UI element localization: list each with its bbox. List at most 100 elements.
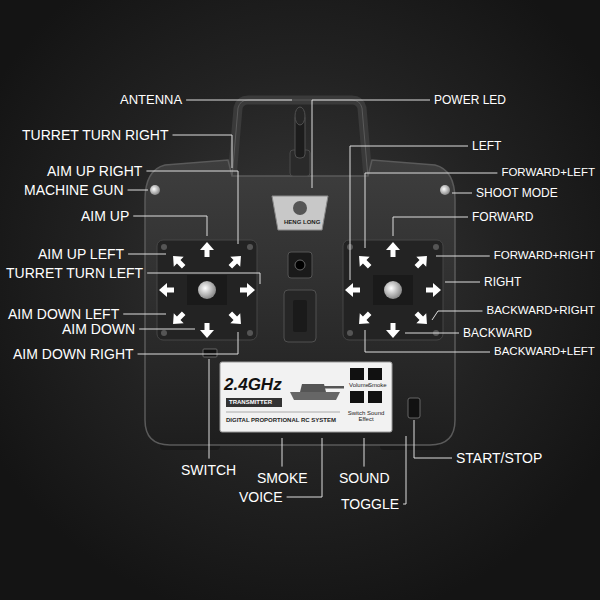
button-caption: Smoke bbox=[368, 382, 387, 389]
leader-line bbox=[282, 438, 283, 467]
direction-arrow bbox=[200, 242, 214, 257]
start-stop-switch bbox=[408, 398, 420, 418]
button-caption: Volume bbox=[349, 382, 369, 389]
plate-button bbox=[350, 368, 364, 380]
leader-line bbox=[146, 171, 238, 244]
callout-label: LEFT bbox=[472, 139, 501, 153]
screw bbox=[433, 244, 439, 250]
button-caption: Switch Sound Effect bbox=[346, 410, 386, 423]
leader-line bbox=[138, 332, 238, 354]
callout-label: AIM UP LEFT bbox=[38, 246, 124, 263]
right-stick bbox=[384, 281, 402, 299]
right-stick-arrows bbox=[345, 242, 441, 338]
direction-arrow bbox=[386, 323, 400, 338]
power-switch bbox=[203, 349, 217, 357]
callout-label: AIM UP RIGHT bbox=[47, 163, 142, 180]
leader-line bbox=[209, 359, 210, 459]
direction-arrow bbox=[354, 308, 375, 329]
left-stick-recess bbox=[157, 240, 257, 340]
tank-barrel bbox=[324, 386, 344, 389]
callout-label: AIM DOWN bbox=[62, 321, 135, 338]
callout-label: VOICE bbox=[239, 489, 283, 506]
logo-emblem bbox=[293, 201, 307, 215]
direction-arrow bbox=[225, 251, 246, 272]
carry-handle bbox=[232, 100, 368, 178]
center-slider-slot bbox=[293, 300, 307, 332]
leader-line bbox=[432, 311, 482, 320]
direction-arrow bbox=[225, 308, 246, 329]
logo-text: HENG LONG bbox=[284, 219, 320, 226]
direction-arrow bbox=[159, 283, 174, 297]
right-gimbal bbox=[373, 275, 413, 305]
callout-label: BACKWARD+RIGHT bbox=[486, 304, 595, 318]
leader-line bbox=[405, 333, 459, 334]
leader-line bbox=[172, 135, 232, 168]
leader-line bbox=[287, 438, 322, 497]
callout-label: FORWARD bbox=[472, 210, 533, 224]
leader-line bbox=[436, 256, 490, 257]
callout-label: FORWARD+LEFT bbox=[501, 166, 595, 180]
plate-button bbox=[368, 368, 382, 380]
callout-label: BACKWARD+LEFT bbox=[494, 345, 595, 359]
callout-label: SOUND bbox=[339, 470, 390, 487]
callout-label: BACKWARD bbox=[463, 326, 532, 340]
leader-line bbox=[128, 254, 166, 255]
label-plate bbox=[220, 362, 392, 432]
leader-line bbox=[147, 273, 260, 284]
callout-label: AIM DOWN LEFT bbox=[8, 306, 119, 323]
leader-line bbox=[312, 100, 430, 188]
plate-rule bbox=[226, 412, 340, 413]
handle-highlight bbox=[232, 100, 368, 178]
leader-line bbox=[133, 216, 207, 236]
tank-hull bbox=[290, 392, 340, 400]
direction-arrow bbox=[168, 308, 189, 329]
leader-line bbox=[350, 146, 468, 280]
direction-arrow bbox=[168, 251, 189, 272]
screw bbox=[347, 330, 353, 336]
plate-button bbox=[350, 391, 364, 403]
direction-arrow bbox=[354, 251, 375, 272]
callout-label: TURRET TURN LEFT bbox=[6, 265, 143, 282]
direction-arrow bbox=[386, 242, 400, 257]
plate-text: TRANSMITTER bbox=[229, 399, 272, 406]
leader-line bbox=[364, 438, 365, 467]
callout-label: ANTENNA bbox=[120, 92, 182, 108]
callout-label: FORWARD+RIGHT bbox=[494, 249, 595, 263]
center-switch bbox=[288, 252, 312, 278]
transmitter-bar bbox=[226, 398, 282, 407]
direction-arrow bbox=[411, 308, 432, 329]
transmitter-body bbox=[145, 160, 455, 445]
callout-label: RIGHT bbox=[484, 275, 521, 289]
callout-label: POWER LED bbox=[434, 93, 506, 107]
leader-line bbox=[128, 190, 148, 191]
center-slider bbox=[284, 290, 316, 342]
center-switch-hole bbox=[295, 260, 305, 270]
leader-line bbox=[414, 420, 452, 458]
callout-label: MACHINE GUN bbox=[24, 182, 124, 199]
leader-line bbox=[403, 436, 406, 504]
leader-line bbox=[393, 217, 468, 236]
direction-arrow bbox=[345, 283, 360, 297]
left-stick-arrows bbox=[159, 242, 255, 338]
tank-turret bbox=[300, 384, 326, 392]
leader-line bbox=[445, 282, 480, 283]
callout-label: AIM UP bbox=[81, 208, 129, 225]
callout-label: TOGGLE bbox=[341, 496, 399, 513]
machine-gun-button bbox=[150, 185, 160, 195]
shoot-mode-button bbox=[440, 185, 450, 195]
right-stick-recess bbox=[343, 240, 443, 340]
callout-label: SHOOT MODE bbox=[476, 186, 558, 200]
logo-plate bbox=[272, 196, 328, 230]
screw bbox=[161, 244, 167, 250]
leader-line bbox=[139, 329, 195, 330]
leader-line bbox=[452, 193, 472, 194]
screw bbox=[247, 244, 253, 250]
direction-arrow bbox=[411, 251, 432, 272]
callout-label: SWITCH bbox=[181, 462, 236, 479]
plate-text: 2.4GHz bbox=[224, 375, 282, 395]
antenna-tip bbox=[295, 107, 305, 125]
callout-label: START/STOP bbox=[456, 450, 542, 467]
direction-arrow bbox=[200, 323, 214, 338]
